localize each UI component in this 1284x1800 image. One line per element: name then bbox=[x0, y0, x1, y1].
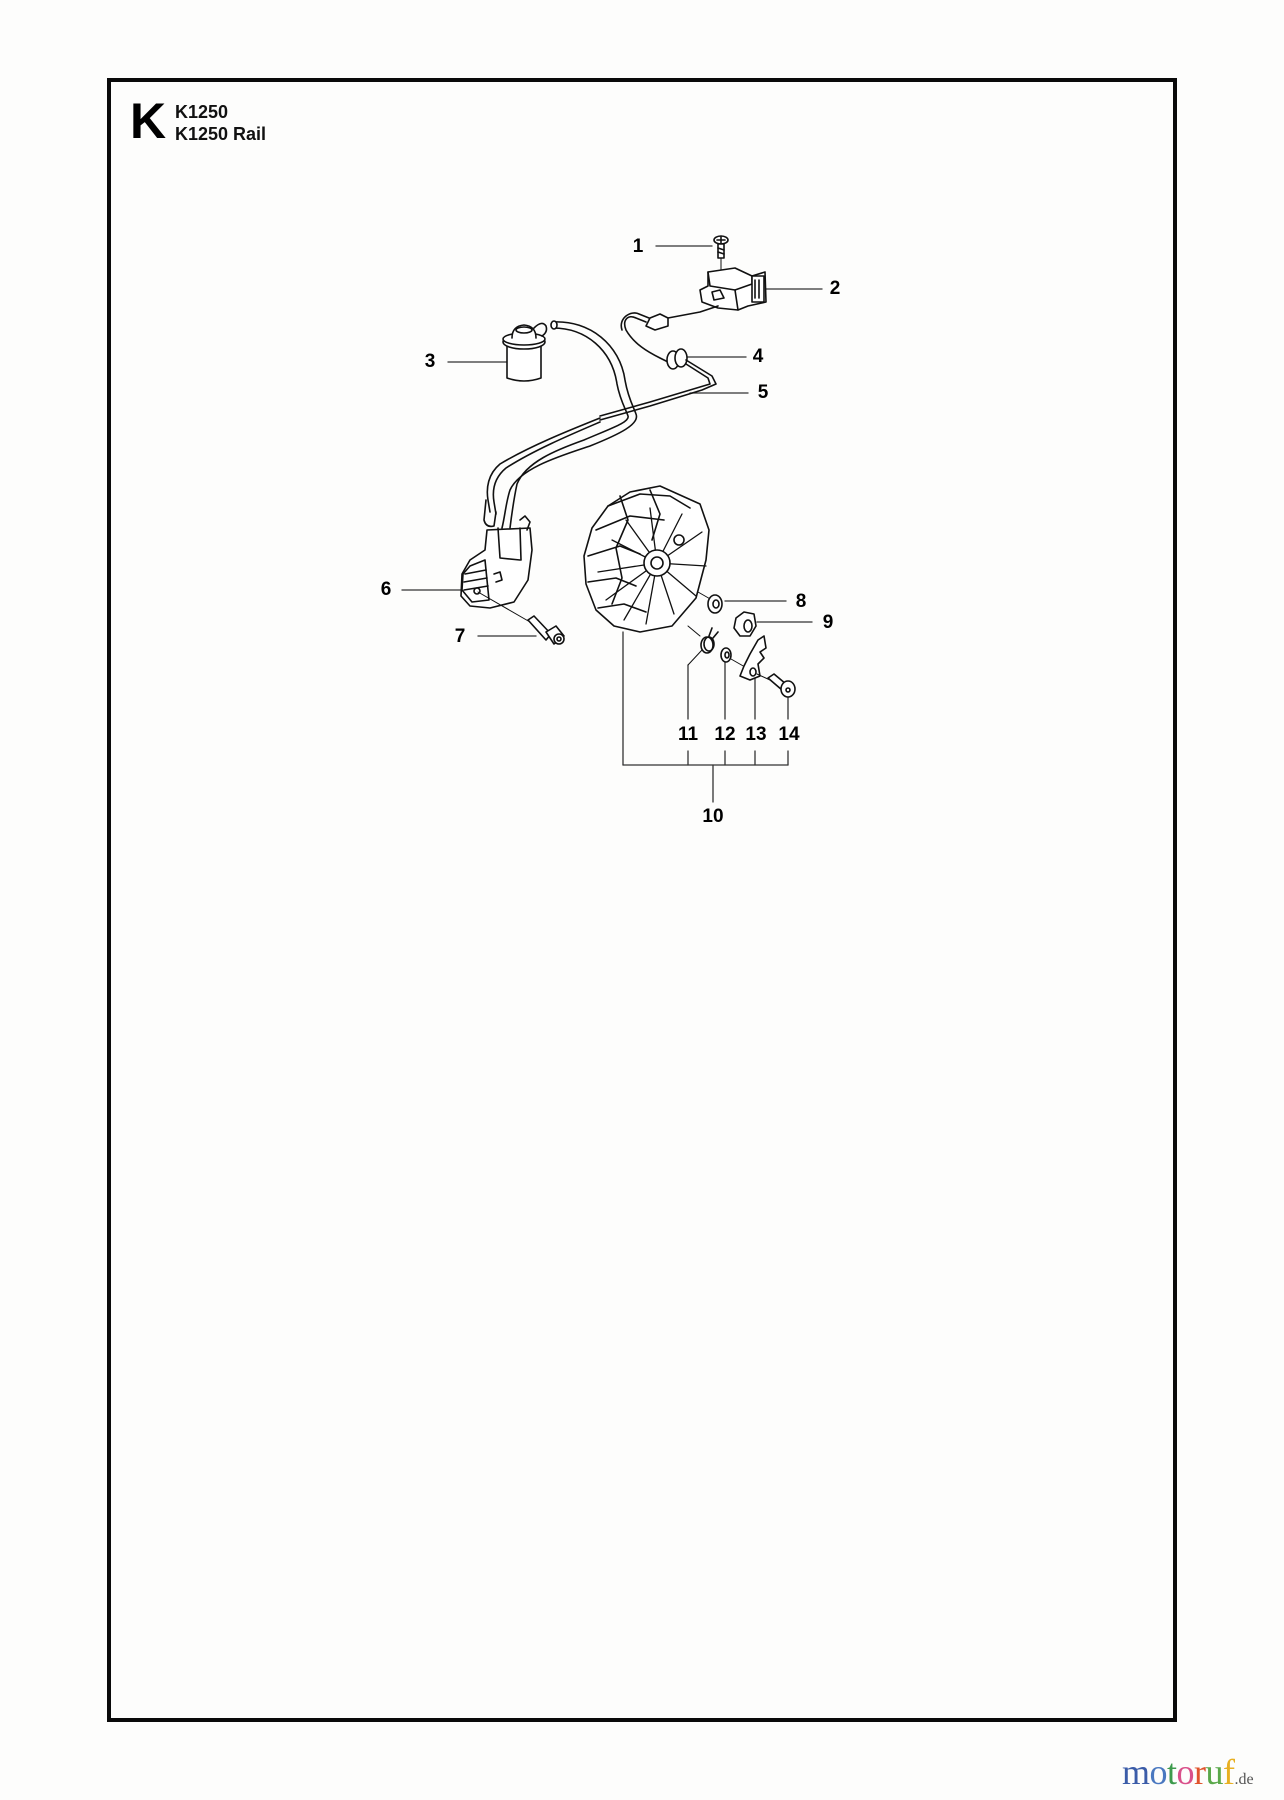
nut-icon bbox=[733, 611, 757, 637]
screw-icon bbox=[713, 235, 729, 273]
callout-4: 4 bbox=[752, 346, 764, 367]
callout-6: 6 bbox=[380, 579, 392, 600]
model-name: K1250 Rail bbox=[175, 124, 267, 144]
shoulder-screw-icon bbox=[756, 673, 796, 698]
spring-icon bbox=[687, 625, 719, 666]
callout-5: 5 bbox=[757, 382, 769, 403]
watermark-letter: o bbox=[1176, 1752, 1195, 1792]
watermark-letter: f bbox=[1223, 1752, 1235, 1792]
stop-switch-icon bbox=[667, 267, 767, 319]
pawl-icon bbox=[739, 635, 767, 681]
callout-9: 9 bbox=[822, 612, 834, 633]
watermark-logo: motoruf.de bbox=[1122, 1752, 1254, 1800]
watermark-letter: u bbox=[1205, 1752, 1224, 1792]
callout-7: 7 bbox=[454, 626, 466, 647]
watermark-tld: .de bbox=[1234, 1771, 1254, 1788]
watermark-letter: r bbox=[1194, 1752, 1206, 1792]
ignition-module-icon bbox=[460, 515, 533, 623]
callout-2: 2 bbox=[829, 278, 841, 299]
callout-12: 12 bbox=[714, 724, 736, 745]
watermark-letter: m bbox=[1122, 1752, 1150, 1792]
small-washer-icon bbox=[720, 647, 746, 668]
callout-13: 13 bbox=[745, 724, 767, 745]
watermark-letter: t bbox=[1167, 1752, 1177, 1792]
callout-1: 1 bbox=[632, 236, 644, 257]
callout-8: 8 bbox=[795, 591, 807, 612]
spark-plug-cap-icon bbox=[502, 322, 548, 382]
watermark-letter: o bbox=[1149, 1752, 1168, 1792]
model-name: K1250 bbox=[175, 102, 229, 122]
switch-wire-icon bbox=[599, 312, 717, 421]
socket-screw-icon bbox=[527, 615, 565, 645]
leader-lines bbox=[401, 245, 823, 803]
washer-icon bbox=[697, 591, 723, 614]
callout-14: 14 bbox=[778, 724, 800, 745]
section-letter: K bbox=[130, 93, 167, 149]
ignition-lead-icon bbox=[483, 320, 638, 529]
model-list: K1250 K1250 Rail bbox=[175, 101, 266, 145]
callout-3: 3 bbox=[424, 351, 436, 372]
diagram-frame bbox=[107, 78, 1177, 1722]
callout-10: 10 bbox=[702, 806, 724, 827]
callout-11: 11 bbox=[677, 724, 699, 745]
flywheel-icon bbox=[583, 485, 710, 633]
